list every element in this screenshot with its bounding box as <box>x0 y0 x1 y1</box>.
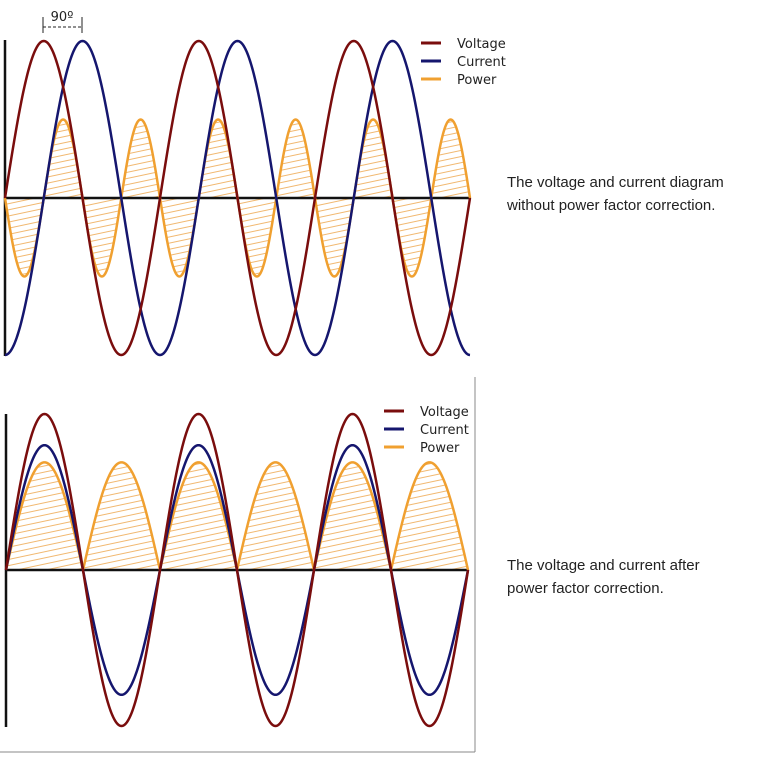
legend-voltage-label: Voltage <box>420 405 469 420</box>
legend-power-label: Power <box>420 441 460 456</box>
legend-voltage-label: Voltage <box>457 37 506 52</box>
power-hatch-fill <box>6 462 468 570</box>
diagram-without-correction <box>3 39 472 357</box>
caption-top-line-1: The voltage and current diagram <box>507 174 724 191</box>
legend-current-label: Current <box>420 423 469 438</box>
phase-shift-annotation: 90º <box>42 10 83 33</box>
diagram-with-correction <box>4 412 470 728</box>
caption-bottom-line-1: The voltage and current after <box>507 557 700 574</box>
voltage-curve <box>4 412 470 728</box>
phase-label: 90º <box>51 10 74 25</box>
caption-bottom: The voltage and current after power fact… <box>507 554 700 600</box>
legend-current-label: Current <box>457 55 506 70</box>
legend-bottom: Voltage Current Power <box>384 405 469 456</box>
legend-top: Voltage Current Power <box>421 37 506 88</box>
caption-bottom-line-2: power factor correction. <box>507 580 664 597</box>
legend-power-label: Power <box>457 73 497 88</box>
voltage-curve <box>3 39 472 357</box>
caption-top: The voltage and current diagram without … <box>507 171 724 217</box>
current-curve <box>4 39 471 357</box>
caption-top-line-2: without power factor correction. <box>507 197 716 214</box>
